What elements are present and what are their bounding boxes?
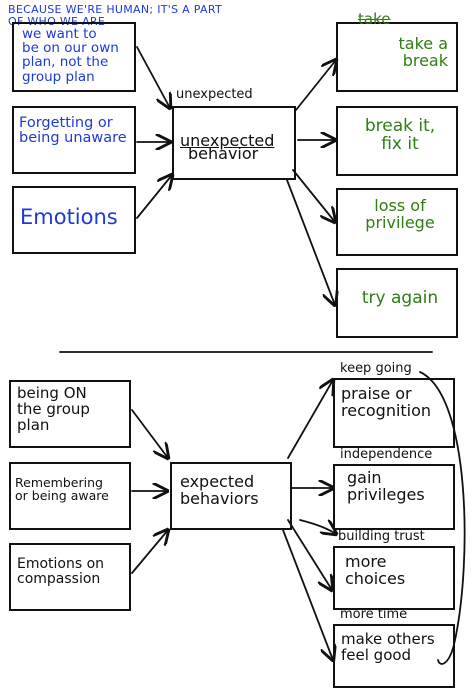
arrow-top-out1 [295,60,336,111]
top-center-behavior: behavior [188,144,259,163]
arrow-bottom-cause3 [131,530,168,574]
arrow-top-out4 [286,179,335,305]
top-out-label-1: take a break [398,34,448,70]
top-center-note: unexpected [176,87,253,102]
bottom-center-box: expected behaviors [170,462,292,530]
arrow-bottom-out1 [287,380,333,459]
bottom-out-box-4: make others feel good [333,624,455,688]
top-center-box: unexpected behavior [172,106,296,180]
bottom-out-box-2: gain privileges [333,464,455,530]
arrow-bottom-out4 [282,529,333,660]
top-center-heading: unexpected [180,116,274,150]
top-out-crossed-1: take [358,10,391,28]
top-out-label-3: loss of privilege [365,196,435,232]
bottom-out-box-3: more choices [333,546,455,610]
top-cause-label-1: we want to be on our own plan, not the g… [22,26,119,85]
bottom-cause-box-2: Remembering or being aware [9,462,131,530]
bottom-out-box-1: praise or recognition [333,378,455,448]
top-out-box-2: break it, fix it [336,106,458,176]
top-cause-box-1: we want to be on our own plan, not the g… [12,22,136,92]
top-out-box-4: try again [336,268,458,338]
bottom-cause-box-1: being ON the group plan [9,380,131,448]
top-out-box-3: loss of privilege [336,188,458,256]
bottom-out-label-1: praise or recognition [341,384,432,420]
bottom-cause-box-3: Emotions on compassion [9,543,131,611]
bottom-cause-label-3: Emotions on compassion [17,556,105,587]
bottom-cause-label-1: being ON the group plan [17,384,90,434]
bottom-out-label-2: gain privileges [347,468,425,504]
bottom-out-note-4: more time [340,607,408,622]
bottom-out-note-3: building trust [338,529,425,544]
top-cause-box-2: Forgetting or being unaware [12,106,136,174]
top-cause-box-3: Emotions [12,186,136,254]
arrow-bottom-building-trust [299,519,336,534]
top-cause-label-3: Emotions [20,205,118,229]
arrow-top-cause1 [136,46,170,108]
top-center-word: expected [200,130,275,150]
arrow-top-out3 [292,169,335,222]
bottom-out-label-3: more choices [345,552,406,588]
header-note: BECAUSE WE'RE HUMAN; IT'S A PART OF WHO … [8,3,222,28]
bottom-out-note-1: keep going [340,361,412,376]
top-out-label-2: break it, fix it [364,116,436,154]
top-center-crossed-prefix: un [180,130,201,150]
bottom-out-note-2: independence [340,447,433,462]
arrow-top-cause3 [136,175,172,219]
bottom-cause-label-2: Remembering or being aware [15,475,109,504]
bottom-center-label: expected behaviors [180,472,259,508]
top-cause-label-2: Forgetting or being unaware [19,115,127,147]
top-out-box-1: take take a break [336,11,458,92]
arrow-bottom-cause1 [131,409,168,458]
bottom-out-label-4: make others feel good [341,630,435,664]
arrow-bottom-out3 [287,519,332,590]
top-out-label-4: try again [361,288,439,308]
